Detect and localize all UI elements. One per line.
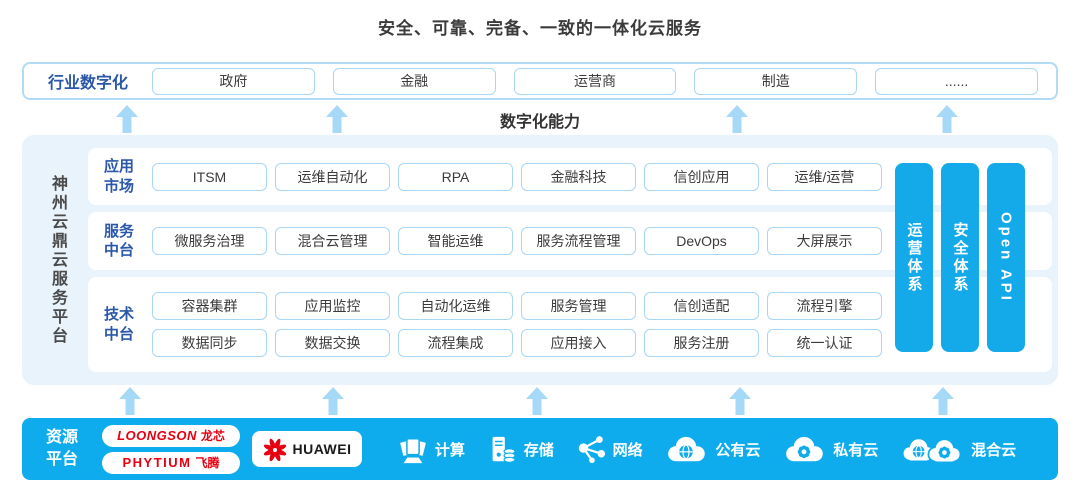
svc-item-devops: DevOps	[644, 227, 759, 255]
tech-item-app-access: 应用接入	[521, 329, 636, 357]
resource-item-private-cloud: 私有云	[782, 434, 878, 464]
industry-item-more: ......	[875, 67, 1038, 95]
resource-item-storage: 存储	[487, 434, 554, 464]
app-market-label: 应用市场	[103, 158, 134, 195]
tech-middle-label: 技术中台	[103, 306, 134, 343]
digital-capability-row: 数字化能力	[22, 103, 1058, 134]
industry-row-label: 行业数字化	[47, 75, 128, 92]
private-cloud-icon	[782, 434, 826, 464]
up-arrow-icon	[726, 105, 748, 133]
side-bar-operation-system: 运营体系	[895, 163, 933, 352]
huawei-flower-icon	[263, 437, 287, 461]
tech-item-flow-integration: 流程集成	[398, 329, 513, 357]
tech-item-app-monitor: 应用监控	[275, 292, 390, 320]
industry-items: 政府 金融 运营商 制造 ......	[152, 67, 1038, 95]
loongson-logo: LOONGSON 龙芯	[102, 424, 240, 447]
tech-item-container: 容器集群	[152, 292, 267, 320]
hybrid-cloud-icon	[900, 434, 964, 464]
phytium-logo: PHYTIUM 飞腾	[102, 451, 240, 474]
svc-item-hybrid-mgmt: 混合云管理	[275, 227, 390, 255]
digital-capability-label: 数字化能力	[499, 114, 580, 131]
tech-item-xinchuang-adapt: 信创适配	[644, 292, 759, 320]
network-icon	[576, 434, 606, 464]
industry-item-government: 政府	[152, 67, 315, 95]
industry-item-operator: 运营商	[513, 67, 677, 95]
tech-item-unified-auth: 统一认证	[767, 329, 882, 357]
app-item-ops-automation: 运维自动化	[275, 162, 390, 191]
app-item-ops-operation: 运维/运营	[767, 162, 882, 191]
industry-digitalization-row: 行业数字化 政府 金融 运营商 制造 ......	[22, 62, 1058, 100]
side-bars: 运营体系 安全体系 Open API	[895, 163, 1025, 352]
platform-panel: 神州云鼎云服务平台 应用市场 ITSM 运维自动化 RPA 金融科技 信创应用 …	[22, 135, 1058, 385]
tech-item-data-exchange: 数据交换	[275, 329, 390, 357]
up-arrow-icon	[116, 105, 138, 133]
resource-item-public-cloud: 公有云	[664, 434, 760, 464]
resource-item-compute: 计算	[398, 434, 465, 464]
app-item-itsm: ITSM	[152, 162, 267, 191]
vendor-logos: LOONGSON 龙芯 PHYTIUM 飞腾	[102, 424, 240, 474]
tech-item-flow-engine: 流程引擎	[767, 292, 882, 320]
diagram-title: 安全、可靠、完备、一致的一体化云服务	[378, 19, 702, 38]
up-arrow-icon	[322, 387, 344, 415]
public-cloud-icon	[664, 434, 708, 464]
tech-item-data-sync: 数据同步	[152, 329, 267, 357]
resource-platform-label: 资源平台	[45, 429, 78, 468]
up-arrow-icon	[526, 387, 548, 415]
tech-item-service-registry: 服务注册	[644, 329, 759, 357]
svc-item-service-flow: 服务流程管理	[521, 227, 636, 255]
resource-item-hybrid-cloud: 混合云	[900, 434, 1016, 464]
storage-icon	[487, 434, 517, 464]
industry-item-finance: 金融	[332, 67, 496, 95]
platform-rows: 应用市场 ITSM 运维自动化 RPA 金融科技 信创应用 运维/运营 服务中台	[88, 148, 1052, 372]
tech-middle-row: 技术中台 容器集群 应用监控 自动化运维 服务管理 信创适配 流程引擎 数据同步…	[88, 277, 1052, 372]
industry-item-manufacturing: 制造	[694, 67, 858, 95]
side-bar-open-api: Open API	[987, 163, 1025, 352]
svc-item-dashboard: 大屏展示	[767, 227, 882, 255]
service-middle-row: 服务中台 微服务治理 混合云管理 智能运维 服务流程管理 DevOps 大屏展示	[88, 212, 1052, 270]
resource-platform-bar: 资源平台 LOONGSON 龙芯 PHYTIUM 飞腾 HUAWEI	[22, 418, 1058, 480]
side-bar-security-system: 安全体系	[941, 163, 979, 352]
resource-item-network: 网络	[576, 434, 643, 464]
service-middle-label: 服务中台	[103, 222, 134, 260]
up-arrow-icon	[936, 105, 958, 133]
up-arrow-icon	[932, 387, 954, 415]
huawei-logo: HUAWEI	[252, 431, 362, 467]
resource-items: 计算 存储	[376, 434, 1038, 464]
resource-arrows-row	[22, 386, 1058, 416]
app-item-xinchuang-app: 信创应用	[644, 162, 759, 191]
platform-name: 神州云鼎云服务平台	[49, 174, 66, 346]
up-arrow-icon	[326, 105, 348, 133]
app-item-rpa: RPA	[398, 162, 513, 191]
compute-icon	[398, 434, 428, 464]
tech-item-service-mgmt: 服务管理	[521, 292, 636, 320]
up-arrow-icon	[119, 387, 141, 415]
app-market-row: 应用市场 ITSM 运维自动化 RPA 金融科技 信创应用 运维/运营	[88, 148, 1052, 205]
up-arrow-icon	[729, 387, 751, 415]
svc-item-microservice: 微服务治理	[152, 227, 267, 255]
tech-item-auto-ops: 自动化运维	[398, 292, 513, 320]
app-item-fintech: 金融科技	[521, 162, 636, 191]
svc-item-aiops: 智能运维	[398, 227, 513, 255]
